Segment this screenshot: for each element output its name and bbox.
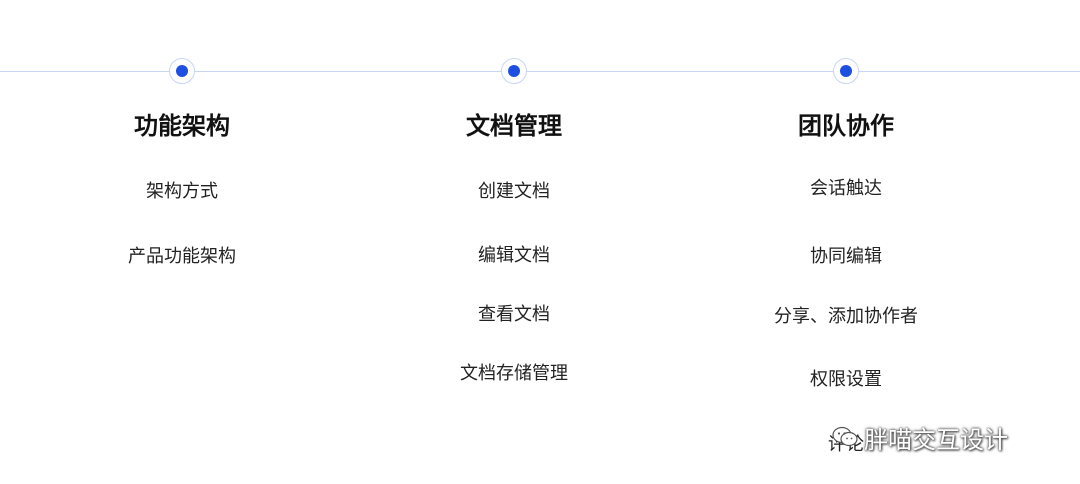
column-item: 分享、添加协作者 (774, 306, 918, 327)
column-item: 会话触达 (810, 178, 882, 199)
column-item: 文档存储管理 (460, 363, 568, 384)
watermark-text: 胖喵交互设计 (864, 425, 1008, 454)
timeline-node-2 (501, 58, 527, 84)
column-item: 协同编辑 (810, 246, 882, 267)
timeline-node-dot (176, 65, 188, 77)
column-item: 架构方式 (146, 181, 218, 202)
timeline-node-1 (169, 58, 195, 84)
column-title-architecture: 功能架构 (134, 112, 230, 140)
column-title-doc-management: 文档管理 (466, 112, 562, 140)
column-item: 查看文档 (478, 304, 550, 325)
wechat-icon (832, 426, 858, 447)
column-item: 编辑文档 (478, 245, 550, 266)
column-item: 产品功能架构 (128, 246, 236, 267)
timeline-line (0, 71, 1080, 72)
column-item: 权限设置 (810, 369, 882, 390)
timeline-node-dot (508, 65, 520, 77)
column-item: 创建文档 (478, 181, 550, 202)
timeline-node-3 (833, 58, 859, 84)
watermark: 胖喵交互设计 (832, 420, 1008, 454)
column-title-team-collab: 团队协作 (798, 112, 894, 140)
timeline-node-dot (840, 65, 852, 77)
